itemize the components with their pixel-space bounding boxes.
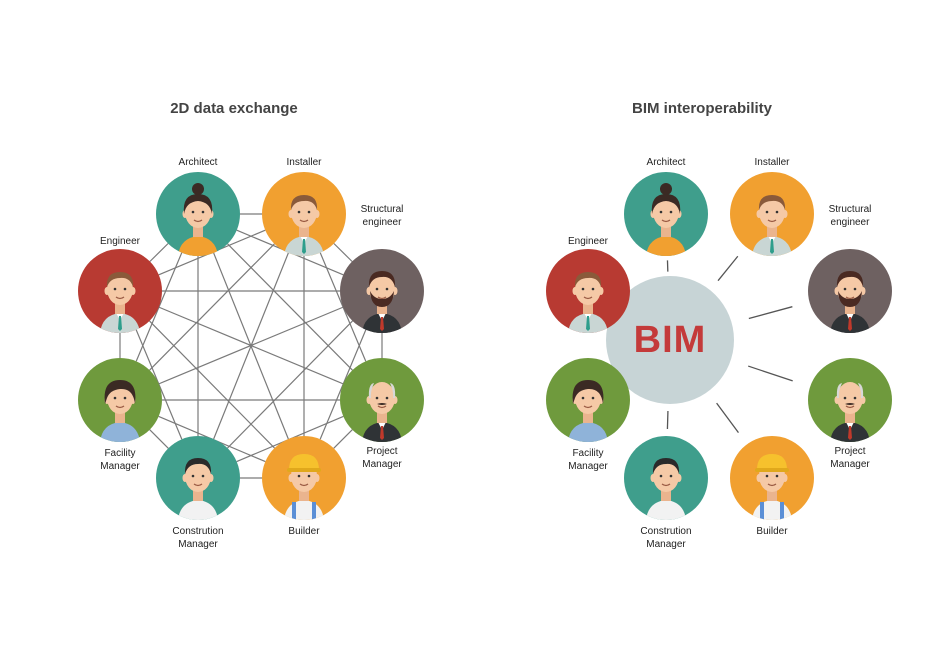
installer-person-icon	[262, 172, 346, 256]
label-architect: Architect	[646, 157, 686, 168]
facility-manager-person-icon	[78, 358, 162, 442]
connection-line	[149, 243, 275, 371]
connection-line	[149, 243, 169, 262]
label-engineer: Engineer	[567, 236, 609, 247]
connection-line	[149, 429, 169, 449]
avatar-facility-manager	[78, 358, 162, 442]
builder-person-icon	[730, 436, 814, 520]
architect-person-icon	[624, 172, 708, 256]
avatar-installer	[730, 172, 814, 256]
connection-line	[333, 243, 353, 262]
label-project-manager: Project Manager	[362, 446, 402, 470]
label-engineer: Engineer	[99, 236, 141, 247]
avatar-builder	[730, 436, 814, 520]
hub-spoke-line	[666, 411, 669, 429]
label-architect: Architect	[178, 157, 218, 168]
hub-spoke-line	[747, 365, 793, 382]
label-construction-manager: Constrution Manager	[172, 526, 224, 550]
label-construction-manager: Constrution Manager	[640, 526, 692, 550]
panel-bim-interoperability: BIM interoperability BIM Architect	[468, 0, 936, 662]
connection-line	[149, 320, 275, 449]
panel-2d-data-exchange: 2D data exchange Architect	[78, 100, 424, 550]
project-manager-person-icon	[340, 358, 424, 442]
label-facility-manager: Facility Manager	[100, 448, 140, 472]
construction-manager-person-icon	[156, 436, 240, 520]
structural-engineer-person-icon	[808, 249, 892, 333]
builder-person-icon	[262, 436, 346, 520]
panel-title: BIM interoperability	[631, 100, 773, 117]
avatar-project-manager	[340, 358, 424, 442]
construction-manager-person-icon	[624, 436, 708, 520]
label-facility-manager: Facility Manager	[568, 448, 608, 472]
bim-hub-label: BIM	[633, 318, 707, 361]
facility-manager-person-icon	[546, 358, 630, 442]
avatar-project-manager	[808, 358, 892, 442]
label-structural-engineer: Structural engineer	[360, 204, 404, 228]
hub-spoke-line	[748, 306, 793, 320]
engineer-person-icon	[78, 249, 162, 333]
avatar-structural-engineer	[340, 249, 424, 333]
label-builder: Builder	[756, 526, 788, 537]
avatar-builder	[262, 436, 346, 520]
avatar-construction-manager	[624, 436, 708, 520]
label-structural-engineer: Structural engineer	[828, 204, 872, 228]
connection-line	[158, 306, 344, 385]
label-builder: Builder	[288, 526, 320, 537]
hub-spoke-line	[717, 255, 739, 282]
project-manager-person-icon	[808, 358, 892, 442]
connection-line	[227, 320, 353, 449]
structural-engineer-person-icon	[340, 249, 424, 333]
label-installer: Installer	[754, 157, 790, 168]
label-installer: Installer	[286, 157, 322, 168]
installer-person-icon	[730, 172, 814, 256]
mesh-connections	[119, 213, 383, 479]
avatar-architect	[156, 172, 240, 256]
label-project-manager: Project Manager	[830, 446, 870, 470]
avatar-engineer	[78, 249, 162, 333]
connection-line	[333, 429, 353, 449]
avatar-engineer	[546, 249, 630, 333]
avatar-facility-manager	[546, 358, 630, 442]
avatar-architect	[624, 172, 708, 256]
connection-line	[227, 243, 353, 371]
hub-connections	[616, 255, 793, 434]
architect-person-icon	[156, 172, 240, 256]
avatar-structural-engineer	[808, 249, 892, 333]
panel-title: 2D data exchange	[170, 100, 298, 117]
avatar-installer	[262, 172, 346, 256]
avatar-construction-manager	[156, 436, 240, 520]
engineer-person-icon	[546, 249, 630, 333]
hub-spoke-line	[716, 402, 739, 434]
